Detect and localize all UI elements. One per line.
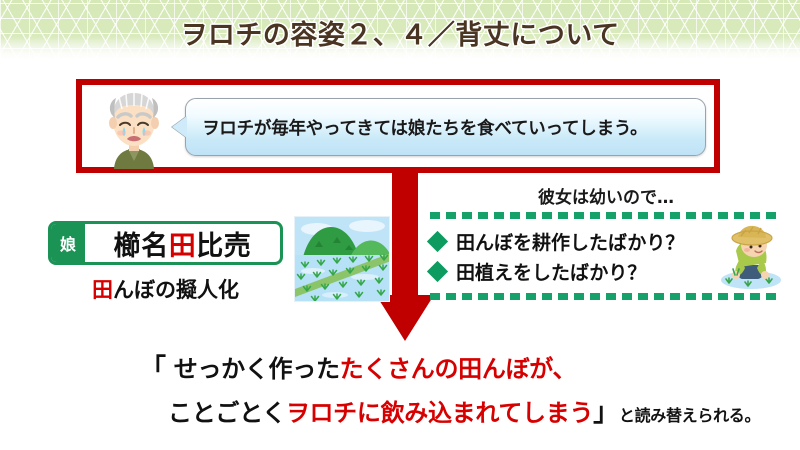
- subtitle-highlight-kanji: 田: [92, 278, 113, 302]
- diamond-bullet-icon: [426, 230, 449, 253]
- conclusion-line1-red: たくさんの田んぼが、: [339, 355, 577, 383]
- list-item-label: 田植えをしたばかり？: [456, 262, 647, 284]
- diamond-bullet-icon: [426, 260, 449, 283]
- name-part-2: 比売: [196, 230, 252, 262]
- farmer-planting-rice-icon: [714, 225, 788, 291]
- question-panel: 彼女は幼いので… 田んぼを耕作したばかり？ 田植えをしたばかり？: [426, 183, 782, 300]
- name-highlight-kanji: 田: [168, 230, 197, 262]
- conclusion-line1-black: せっかく作った: [165, 355, 340, 383]
- conclusion-line-1: 「 せっかく作ったたくさんの田んぼが、: [140, 348, 800, 385]
- conclusion-tail: と読み替えられる。: [618, 406, 761, 425]
- name-badge: 娘 櫛名田比売: [48, 221, 283, 265]
- elderly-man-crying-icon: [92, 85, 176, 169]
- speech-bubble-tail: [172, 116, 187, 138]
- name-subtitle: 田んぼの擬人化: [48, 274, 283, 304]
- close-quote-mark: 」: [593, 398, 619, 428]
- character-name: 櫛名田比売: [85, 224, 280, 262]
- subtitle-rest: んぼの擬人化: [113, 278, 239, 302]
- list-item: 田植えをしたばかり？: [426, 258, 782, 285]
- conclusion-text: 「 せっかく作ったたくさんの田んぼが、 ことごとくヲロチに飲み込まれてしまう」と…: [140, 348, 800, 429]
- name-part-1: 櫛名: [113, 230, 169, 262]
- slide-header: ヲロチの容姿２、４／背丈について: [0, 0, 800, 64]
- conclusion-line2-black: ことごとく: [168, 399, 286, 427]
- open-quote-mark: 「: [140, 354, 166, 384]
- conclusion-line-2: ことごとくヲロチに飲み込まれてしまう」と読み替えられる。: [140, 392, 800, 429]
- question-panel-heading: 彼女は幼いので…: [538, 188, 674, 208]
- rice-paddy-field-icon: [294, 216, 390, 302]
- list-item: 田んぼを耕作したばかり？: [426, 228, 782, 255]
- character-name-card: 娘 櫛名田比売 田んぼの擬人化: [48, 221, 283, 304]
- page-title: ヲロチの容姿２、４／背丈について: [180, 19, 620, 51]
- name-role-tag: 娘: [51, 224, 85, 262]
- divider-bottom: [430, 293, 782, 300]
- list-item-label: 田んぼを耕作したばかり？: [456, 232, 685, 254]
- speech-bubble-text: ヲロチが毎年やってきては娘たちを食べていってしまう。: [202, 118, 648, 139]
- question-list: 田んぼを耕作したばかり？ 田植えをしたばかり？: [426, 219, 782, 293]
- divider-top: [430, 212, 782, 219]
- down-arrow-icon: [376, 173, 434, 341]
- conclusion-line2-red: ヲロチに飲み込まれてしまう: [285, 399, 594, 427]
- speech-bubble: ヲロチが毎年やってきては娘たちを食べていってしまう。: [172, 98, 706, 156]
